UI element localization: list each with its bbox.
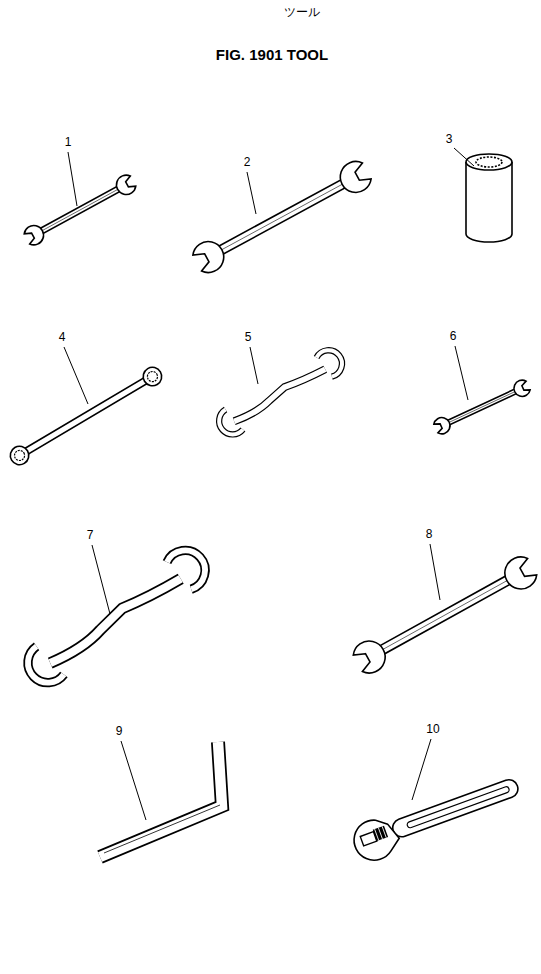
leader-lines bbox=[64, 148, 474, 820]
callout-number: 3 bbox=[444, 133, 455, 146]
japanese-title: ツール bbox=[282, 6, 322, 19]
callout-number: 2 bbox=[242, 156, 253, 169]
callout-number: 4 bbox=[57, 331, 68, 344]
callout-number: 6 bbox=[448, 330, 459, 343]
callout-number: 10 bbox=[424, 723, 441, 736]
callout-number: 5 bbox=[243, 331, 254, 344]
callout-number: 1 bbox=[63, 136, 74, 149]
callout-number: 8 bbox=[424, 528, 435, 541]
figure-title: FIG. 1901 TOOL bbox=[214, 47, 330, 64]
callout-number: 9 bbox=[114, 725, 125, 738]
callout-number: 7 bbox=[85, 529, 96, 542]
